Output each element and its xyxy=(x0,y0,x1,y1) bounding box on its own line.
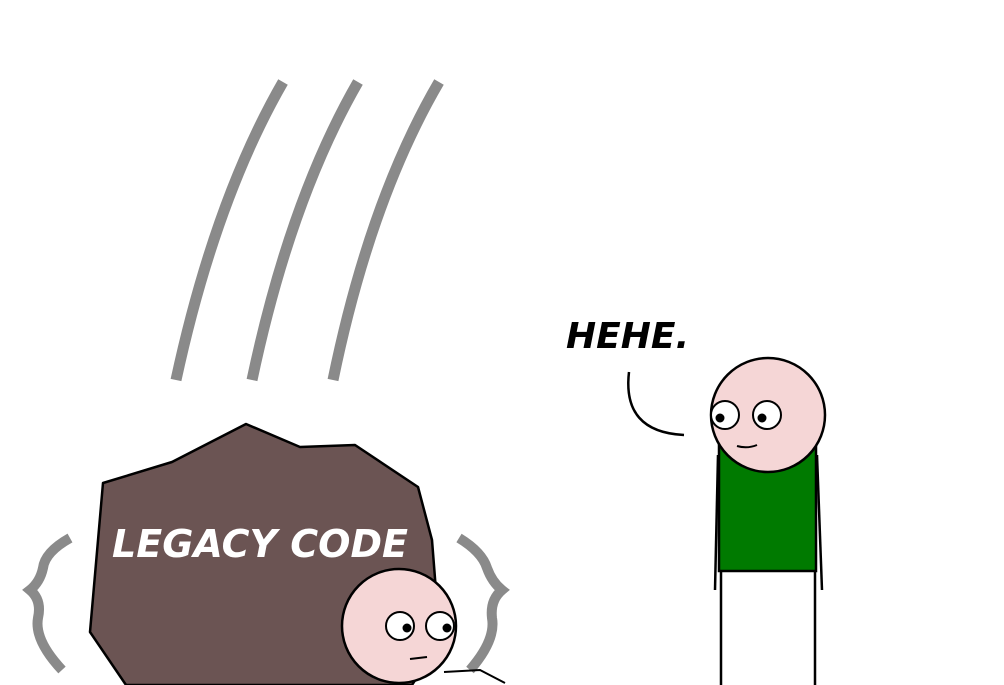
trapped-person-right-eye xyxy=(425,611,455,641)
standing-person-left-eye xyxy=(710,400,740,430)
trapped-person xyxy=(340,567,506,685)
shake-mark-right xyxy=(456,533,510,674)
trapped-person-right-pupil xyxy=(442,623,452,633)
standing-person-right-arm xyxy=(815,454,824,591)
standing-person-right-pupil xyxy=(757,413,767,423)
speech-text: HEHE. xyxy=(566,316,689,357)
standing-person xyxy=(709,356,827,685)
trapped-person-mouth xyxy=(409,656,428,660)
speech-tail xyxy=(627,371,685,437)
motion-line-right xyxy=(327,79,444,382)
trapped-person-left-pupil xyxy=(402,623,412,633)
shake-mark-left xyxy=(22,533,73,674)
boulder-label: LEGACY CODE xyxy=(112,522,408,566)
motion-lines xyxy=(170,79,444,382)
standing-person-smile xyxy=(736,444,758,449)
shake-marks xyxy=(22,533,510,674)
standing-person-left-arm xyxy=(713,454,720,591)
standing-person-left-pupil xyxy=(715,413,725,423)
trapped-person-arm xyxy=(443,668,506,684)
motion-line-middle xyxy=(246,79,363,382)
motion-line-left xyxy=(170,79,288,382)
trapped-person-left-eye xyxy=(385,611,415,641)
standing-person-right-eye xyxy=(752,400,782,430)
